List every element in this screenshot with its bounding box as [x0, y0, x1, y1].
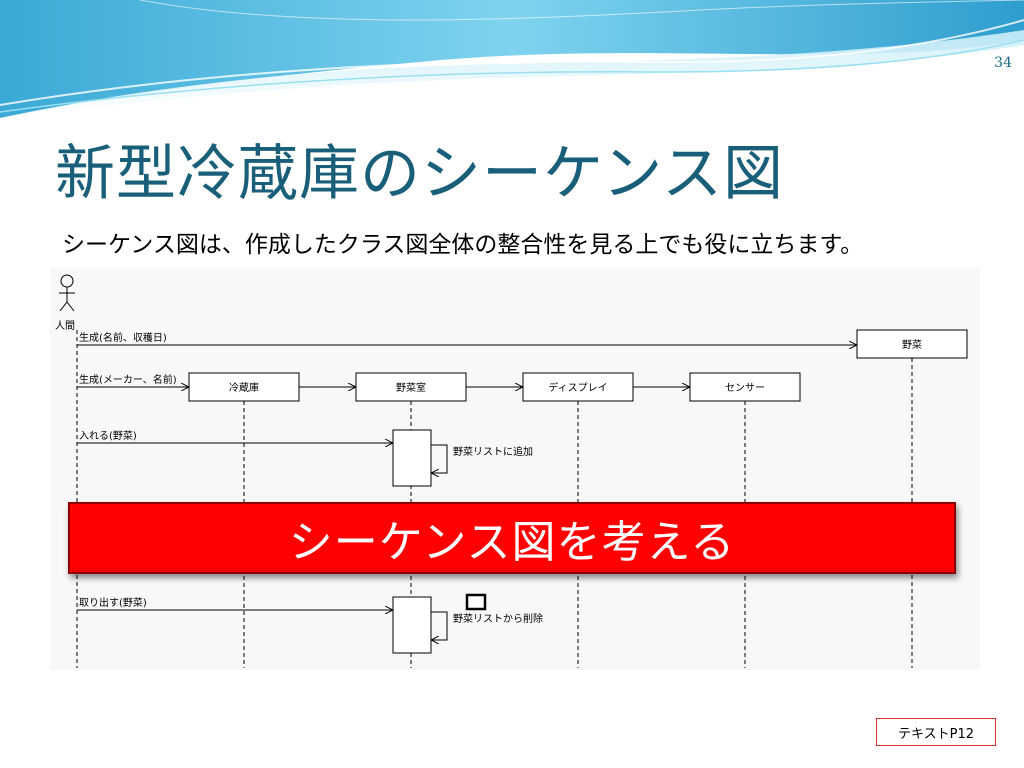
object-vegetable-room: 野菜室: [355, 372, 467, 402]
text-reference-box: テキストP12: [876, 718, 996, 746]
message-label-put-in: 入れる(野菜): [79, 430, 137, 442]
object-label-refrigerator: 冷蔵庫: [229, 381, 259, 394]
object-sensor: センサー: [689, 372, 801, 402]
object-vegetable: 野菜: [856, 329, 968, 359]
object-display: ディスプレイ: [522, 372, 634, 402]
page-number: 34: [994, 55, 1012, 71]
activation-box-put-in: [392, 429, 432, 487]
message-label-create-objects: 生成(メーカー、名前): [79, 373, 177, 386]
self-message-label-remove: 野菜リストから削除: [453, 612, 543, 625]
object-label-display: ディスプレイ: [548, 381, 607, 394]
object-label-vegetable-room: 野菜室: [396, 381, 426, 394]
actor-label: 人間: [55, 320, 75, 332]
object-label-sensor: センサー: [725, 382, 765, 394]
self-message-arrow-remove: [431, 611, 448, 640]
self-message-label-add: 野菜リストに追加: [453, 445, 533, 458]
message-label-create-vegetable: 生成(名前、収穫日): [79, 331, 167, 344]
object-label-vegetable: 野菜: [902, 339, 922, 351]
object-refrigerator: 冷蔵庫: [188, 372, 300, 402]
wave-header-decoration: [0, 0, 1024, 118]
slide-subtitle: シーケンス図は、作成したクラス図全体の整合性を見る上でも役に立ちます。: [62, 232, 864, 258]
section-banner: シーケンス図を考える: [68, 502, 956, 574]
actor-human-icon: [59, 274, 75, 312]
self-message-arrow-add: [431, 444, 448, 473]
diagram-background: [50, 268, 980, 670]
small-square-marker: [465, 593, 487, 611]
message-label-take-out: 取り出す(野菜): [79, 596, 147, 609]
slide-title: 新型冷蔵庫のシーケンス図: [55, 139, 784, 209]
sequence-diagram: 人間 冷蔵庫 野菜室 ディスプレイ センサー 野菜 生成(名前、収穫日) 生成(…: [50, 268, 980, 670]
activation-box-take-out: [392, 596, 432, 654]
